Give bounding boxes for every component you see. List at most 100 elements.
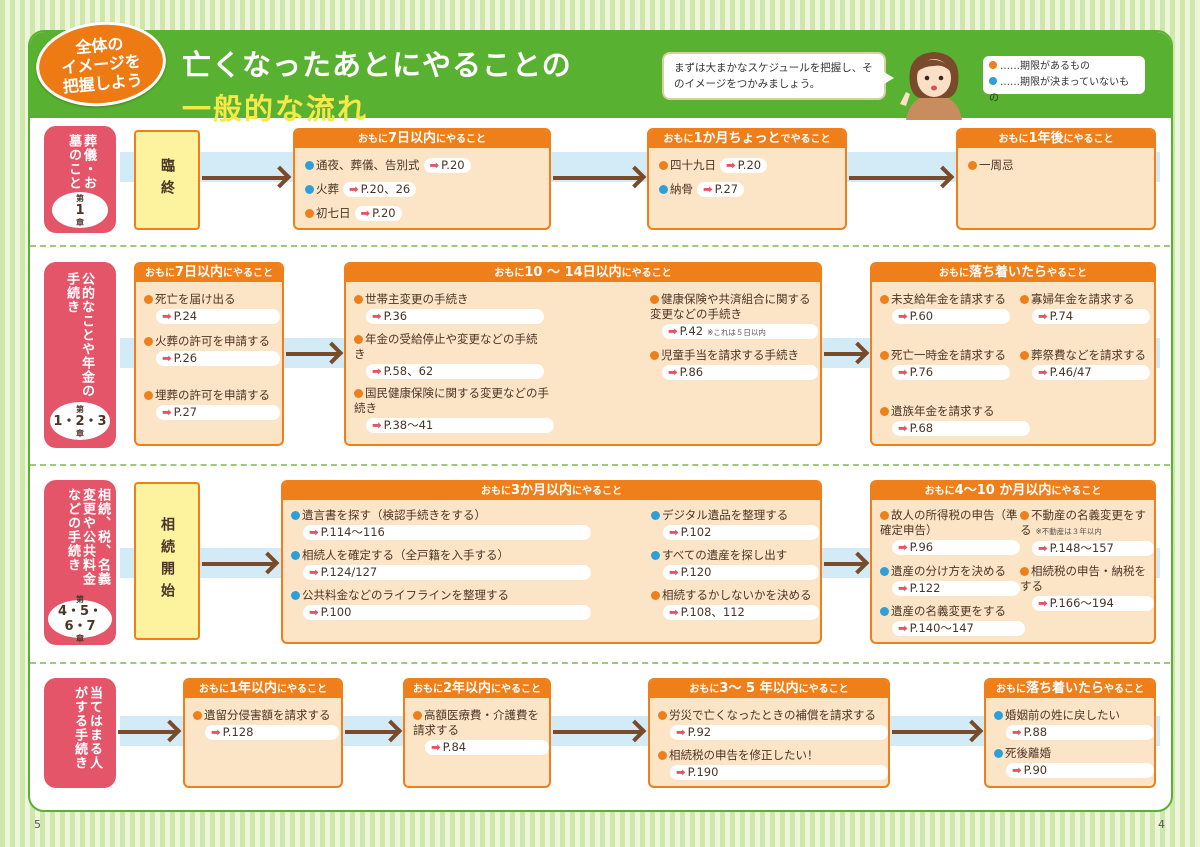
task-item: 納骨➡P.27 [659,182,745,197]
page-ref: ➡P.27 [697,182,745,197]
page-ref: ➡P.20 [423,158,471,173]
orange-dot-icon [144,295,153,304]
page-ref: ➡P.84 [425,740,549,755]
task-box: おもに7日以内にやること 通夜、葬儀、告別式➡P.20 火葬➡P.20、26 初… [293,128,551,230]
flow-arrow [553,176,641,180]
orange-dot-icon [305,209,314,218]
task-item: 高額医療費・介護費を請求する➡P.84 [413,708,549,755]
flow-arrow [553,730,641,734]
orange-dot-icon [1020,567,1029,576]
orange-dot-icon [880,407,889,416]
page-ref: ➡P.26 [156,351,280,366]
blue-dot-icon [651,551,660,560]
task-item: 遺産の分け方を決める➡P.122 [880,564,1020,596]
task-item: 火葬の許可を申請する➡P.26 [144,334,280,366]
task-item: 相続税の申告・納税をする➡P.166～194 [1020,564,1154,611]
page-ref: ➡P.20 [720,158,768,173]
page-ref: ➡P.92 [670,725,888,740]
page-number-left: 5 [34,818,41,831]
task-box-header: おもに3～ 5 年以内にやること [650,680,888,698]
task-box: おもに1年後にやること 一周忌 [956,128,1156,230]
task-item: 死亡一時金を請求する➡P.76 [880,348,1010,380]
orange-dot-icon [354,389,363,398]
task-item: 婚姻前の姓に戻したい➡P.88 [994,708,1154,740]
task-box: おもに4～10 か月以内にやること 故人の所得税の申告（準確定申告）➡P.96 … [870,480,1156,644]
task-item: 国民健康保険に関する変更などの手続き➡P.38～41 [354,386,554,433]
orange-dot-icon [650,351,659,360]
orange-dot-icon [1020,511,1029,520]
task-item: 死亡を届け出る➡P.24 [144,292,280,324]
orange-dot-icon [1020,351,1029,360]
page-ref: ➡P.102 [663,525,819,540]
flow-arrow [849,176,949,180]
task-box-header: おもに1年後にやること [958,130,1154,148]
page-ref: ➡P.42※これは５日以内 [662,324,818,339]
start-box-souzoku: 相続開始 [134,482,200,640]
page-ref: ➡P.36 [366,309,544,324]
task-item: 遺言書を探す（検認手続きをする）➡P.114～116 [291,508,591,540]
task-item: 埋葬の許可を申請する➡P.27 [144,388,280,420]
task-item: 寡婦年金を請求する➡P.74 [1020,292,1150,324]
page-ref: ➡P.68 [892,421,1030,436]
task-item: 不動産の名義変更をする※不動産は３年以内➡P.148～157 [1020,508,1154,556]
page-ref: ➡P.20、26 [343,182,417,197]
task-item: 公共料金などのライフラインを整理する➡P.100 [291,588,591,620]
task-item: 相続するかしないかを決める➡P.108、112 [651,588,819,620]
task-box: おもに1か月ちょっとでやること 四十九日➡P.20 納骨➡P.27 [647,128,847,230]
task-item: 健康保険や共済組合に関する変更などの手続き➡P.42※これは５日以内 [650,292,818,339]
page-subtitle: 一般的な流れ [182,92,369,126]
blue-dot-icon [651,511,660,520]
task-item: 四十九日➡P.20 [659,158,768,173]
task-box-header: おもに7日以内にやること [136,264,282,282]
orange-dot-icon [659,161,668,170]
orange-dot-icon [1020,295,1029,304]
page-ref: ➡P.108、112 [663,605,819,620]
start-box-rinju: 臨終 [134,130,200,230]
blue-dot-icon [989,77,997,85]
task-item: 故人の所得税の申告（準確定申告）➡P.96 [880,508,1020,555]
page-ref: ➡P.20 [354,206,402,221]
task-box: おもに落ち着いたらやること 未支給年金を請求する➡P.60 死亡一時金を請求する… [870,262,1156,446]
blue-dot-icon [880,607,889,616]
task-item: 労災で亡くなったときの補償を請求する➡P.92 [658,708,888,740]
orange-dot-icon [144,337,153,346]
blue-dot-icon [305,161,314,170]
task-box: おもに1年以内にやること 遺留分侵害額を請求する➡P.128 [183,678,343,788]
legend-item-nodeadline: ……期限が決まっていないもの [989,77,1130,104]
page-ref: ➡P.74 [1032,309,1150,324]
orange-dot-icon [144,391,153,400]
orange-dot-icon [989,61,997,69]
page-ref: ➡P.114～116 [303,525,591,540]
legend-item-deadline: ……期限があるもの [989,59,1139,75]
task-box: おもに10 ～ 14日以内にやること 世帯主変更の手続き➡P.36 年金の受給停… [344,262,822,446]
page-ref: ➡P.190 [670,765,888,780]
task-box: おもに2年以内にやること 高額医療費・介護費を請求する➡P.84 [403,678,551,788]
page-ref: ➡P.148～157 [1032,541,1154,556]
task-box-header: おもに3か月以内にやること [283,482,820,500]
orange-dot-icon [658,751,667,760]
task-item: 未支給年金を請求する➡P.60 [880,292,1010,324]
task-box-header: おもに1か月ちょっとでやること [649,130,845,148]
page-ref: ➡P.38～41 [366,418,554,433]
blue-dot-icon [305,185,314,194]
orange-dot-icon [880,351,889,360]
page-ref: ➡P.90 [1006,763,1154,778]
blue-dot-icon [994,711,1003,720]
orange-dot-icon [880,511,889,520]
orange-dot-icon [880,295,889,304]
task-box: おもに7日以内にやること 死亡を届け出る➡P.24 火葬の許可を申請する➡P.2… [134,262,284,446]
orange-dot-icon [658,711,667,720]
page-ref: ➡P.46/47 [1032,365,1150,380]
task-box: おもに3～ 5 年以内にやること 労災で亡くなったときの補償を請求する➡P.92… [648,678,890,788]
row-divider [30,245,1170,247]
task-box: おもに3か月以内にやること 遺言書を探す（検認手続きをする）➡P.114～116… [281,480,822,644]
flow-arrow [824,562,864,566]
advisor-woman-icon [900,52,962,120]
task-box: おもに落ち着いたらやること 婚姻前の姓に戻したい➡P.88 死後離婚➡P.90 [984,678,1156,788]
flow-arrow [345,730,397,734]
orange-dot-icon [354,295,363,304]
task-item: 火葬➡P.20、26 [305,182,417,197]
